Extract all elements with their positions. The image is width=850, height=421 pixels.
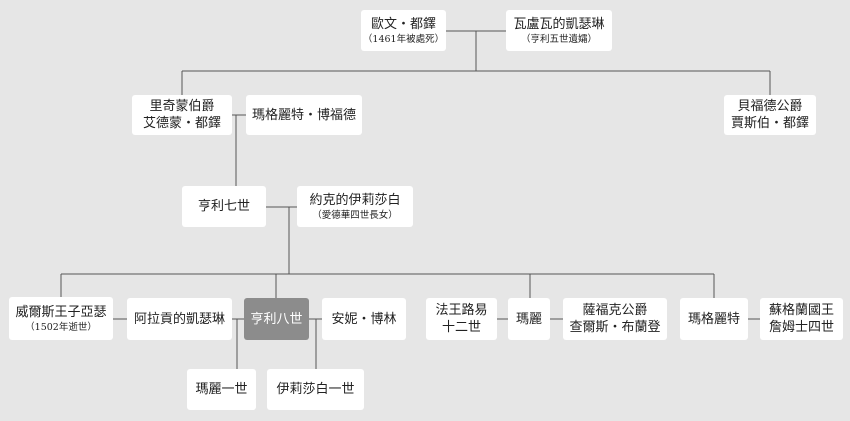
person-henry-viii: 亨利八世 bbox=[244, 298, 309, 340]
person-name: 瑪格麗特 bbox=[687, 311, 740, 327]
person-title: 薩福克公爵 bbox=[582, 303, 648, 318]
person-elizabeth-i: 伊莉莎白一世 bbox=[267, 369, 364, 410]
person-name: 亨利八世 bbox=[250, 311, 303, 327]
person-title: 蘇格蘭國王 bbox=[768, 303, 834, 318]
person-note: （愛德華四世長女） bbox=[312, 209, 398, 221]
person-note: （亨利五世遺孀） bbox=[520, 33, 597, 45]
person-note: （1461年被處死） bbox=[362, 33, 445, 45]
person-name: 安妮・博林 bbox=[331, 311, 397, 327]
person-name: 亨利七世 bbox=[197, 199, 250, 214]
person-margaret-beaufort: 瑪格麗特・博福德 bbox=[246, 95, 362, 135]
person-title: 里奇蒙伯爵 bbox=[149, 99, 215, 114]
person-name: 瑪麗一世 bbox=[195, 382, 248, 397]
person-james-iv: 蘇格蘭國王 詹姆士四世 bbox=[760, 298, 843, 340]
person-name: 歐文・都鐸 bbox=[370, 16, 436, 32]
person-name: 瑪麗 bbox=[515, 311, 542, 327]
person-elizabeth-of-york: 約克的伊莉莎白 （愛德華四世長女） bbox=[297, 186, 413, 227]
person-mary-tudor: 瑪麗 bbox=[508, 298, 550, 340]
person-anne-boleyn: 安妮・博林 bbox=[322, 298, 406, 340]
person-name: 威爾斯王子亞瑟 bbox=[15, 304, 107, 320]
person-jasper-tudor: 貝福德公爵 賈斯伯・都鐸 bbox=[724, 95, 816, 135]
person-name: 詹姆士四世 bbox=[768, 320, 834, 335]
person-margaret-tudor: 瑪格麗特 bbox=[680, 298, 748, 340]
person-name: 艾德蒙・都鐸 bbox=[142, 116, 221, 131]
person-title: 法王路易 bbox=[435, 303, 488, 318]
person-name: 瑪格麗特・博福德 bbox=[251, 107, 356, 123]
person-name: 查爾斯・布蘭登 bbox=[569, 320, 661, 335]
person-note: （1502年逝世） bbox=[25, 321, 97, 333]
person-henry-vii: 亨利七世 bbox=[182, 186, 266, 227]
person-mary-i: 瑪麗一世 bbox=[187, 369, 256, 410]
person-name: 十二世 bbox=[441, 320, 481, 335]
person-louis-xii: 法王路易 十二世 bbox=[426, 298, 497, 340]
person-name: 賈斯伯・都鐸 bbox=[730, 116, 809, 131]
person-catherine-of-valois: 瓦盧瓦的凱瑟琳 （亨利五世遺孀） bbox=[506, 10, 612, 51]
person-charles-brandon: 薩福克公爵 查爾斯・布蘭登 bbox=[563, 298, 667, 340]
person-arthur-prince-of-wales: 威爾斯王子亞瑟 （1502年逝世） bbox=[9, 297, 113, 340]
person-name: 瓦盧瓦的凱瑟琳 bbox=[513, 16, 605, 32]
person-name: 阿拉貢的凱瑟琳 bbox=[133, 311, 225, 327]
person-title: 貝福德公爵 bbox=[737, 99, 803, 114]
person-catherine-of-aragon: 阿拉貢的凱瑟琳 bbox=[127, 298, 232, 340]
person-name: 約克的伊莉莎白 bbox=[309, 192, 401, 208]
person-name: 伊莉莎白一世 bbox=[276, 382, 355, 397]
person-owen-tudor: 歐文・都鐸 （1461年被處死） bbox=[361, 10, 446, 51]
person-edmund-tudor: 里奇蒙伯爵 艾德蒙・都鐸 bbox=[132, 95, 232, 135]
